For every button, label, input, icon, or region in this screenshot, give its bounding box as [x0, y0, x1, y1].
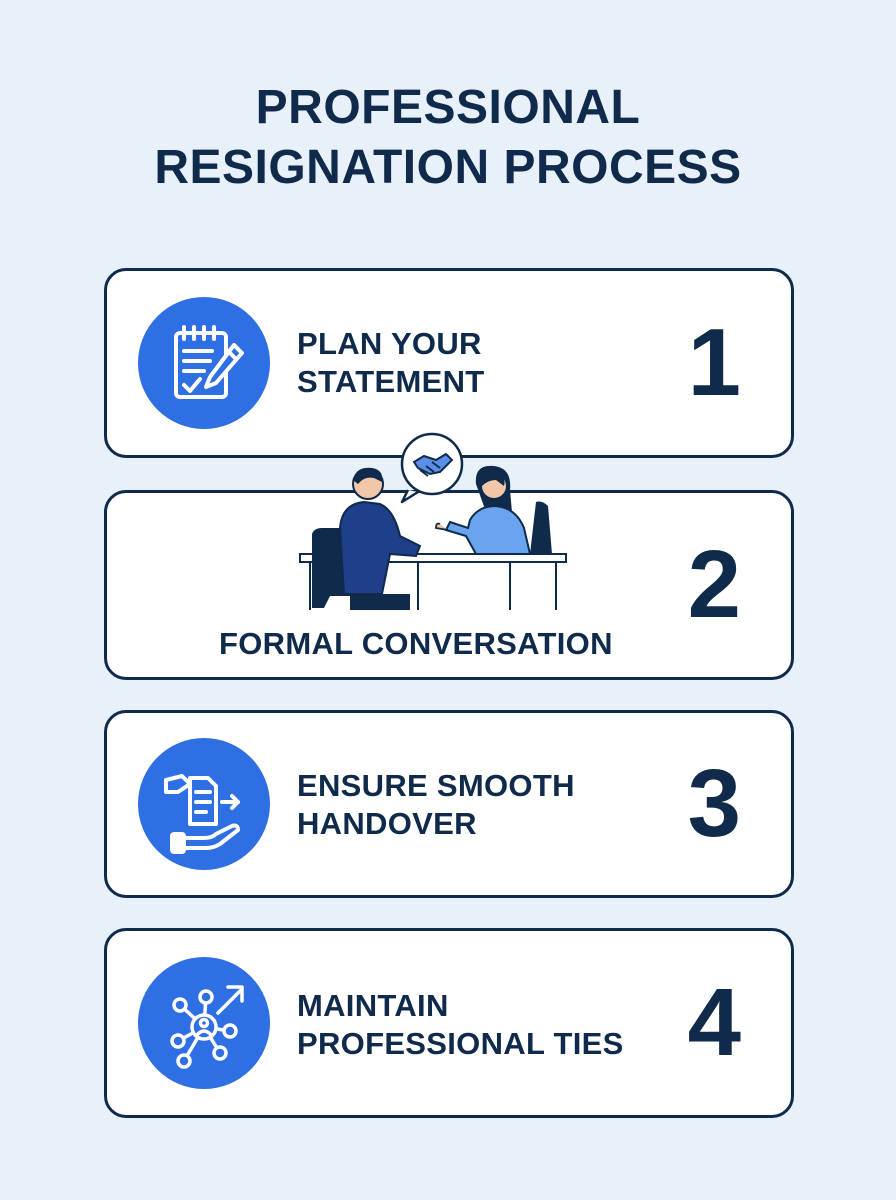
checklist-pencil-icon — [138, 297, 270, 429]
step-label-3: ENSURE SMOOTH HANDOVER — [297, 768, 575, 841]
title-line-2: RESIGNATION PROCESS — [154, 141, 742, 194]
step-card-2: FORMAL CONVERSATION 2 — [104, 490, 794, 680]
document-handover-icon — [138, 738, 270, 870]
step-number-3: 3 — [687, 750, 741, 857]
step-label-4: MAINTAIN PROFESSIONAL TIES — [297, 988, 624, 1061]
network-growth-icon — [138, 957, 270, 1089]
title-line-1: PROFESSIONAL — [255, 81, 641, 134]
step-card-4: MAINTAIN PROFESSIONAL TIES 4 — [104, 928, 794, 1118]
step-card-3: ENSURE SMOOTH HANDOVER 3 — [104, 710, 794, 898]
step-number-4: 4 — [687, 969, 741, 1076]
step-label-1: PLAN YOUR STATEMENT — [297, 326, 485, 399]
handshake-icon — [400, 432, 464, 504]
page-title: PROFESSIONAL RESIGNATION PROCESS — [0, 78, 896, 198]
step-card-1: PLAN YOUR STATEMENT 1 — [104, 268, 794, 458]
step-number-2: 2 — [687, 531, 741, 638]
meeting-handshake-illustration — [299, 432, 567, 610]
step-label-2: FORMAL CONVERSATION — [219, 626, 613, 661]
step-number-1: 1 — [687, 309, 741, 416]
